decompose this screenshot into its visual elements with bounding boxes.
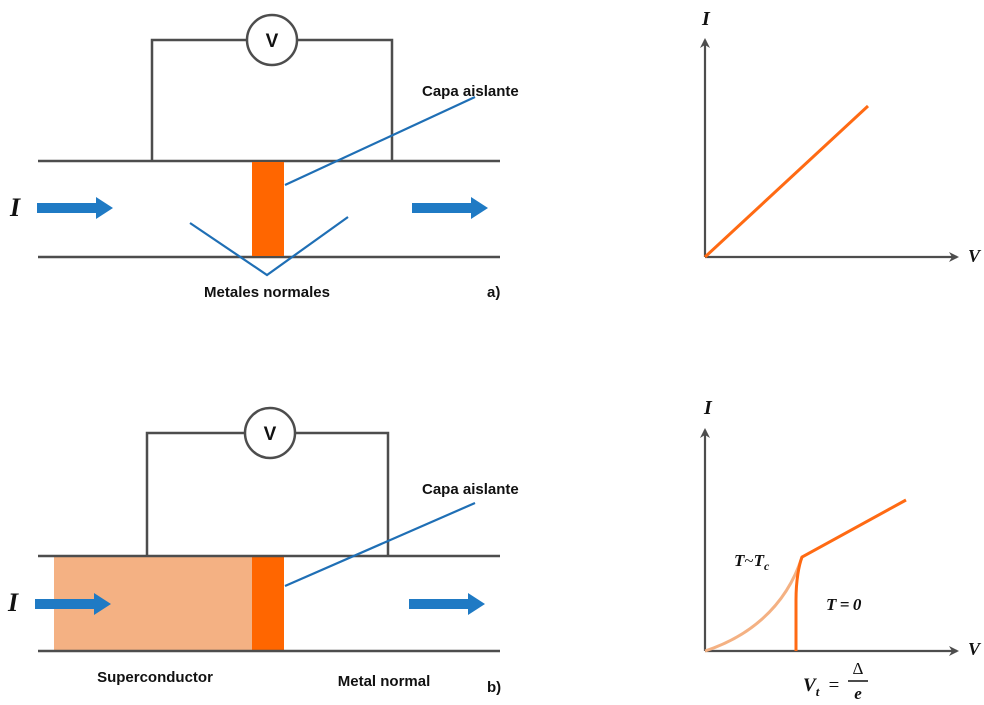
insulator-label-a: Capa aislante [422,83,519,100]
x-axis-label-a: V [968,246,982,266]
current-arrow-right-a [412,197,488,219]
iv-curve-t-zero [794,498,907,651]
panel-tag-b: b) [487,679,501,696]
curve-label-t-near-tc: T~Tc [734,551,770,573]
insulator-label-b: Capa aislante [422,481,519,498]
voltmeter-circuit-a [150,38,394,161]
insulator-layer-b [252,557,284,650]
superconductor-label: Superconductor [97,669,213,686]
y-axis-label-a: I [701,8,711,30]
current-arrow-left-b [35,593,111,615]
threshold-charge-denominator: e [854,684,862,703]
panel-b: V I Capa aislante Superconductor Metal n… [7,406,519,696]
current-symbol-b: I [7,588,19,617]
x-axis-label-b: V [968,639,982,659]
y-axis-label-b: I [703,397,713,419]
insulator-leader-a [284,96,476,186]
metals-label-a: Metales normales [204,284,330,301]
graph-b: I V T~Tc T = 0 Vt= Δ e [700,397,982,703]
current-arrow-right-b [409,593,485,615]
insulator-layer-a [252,162,284,256]
graph-a: I V [700,8,982,266]
panel-a: V I Capa aislante Metales normales a) [9,13,519,301]
metals-leader-a [189,216,349,277]
curve-label-t-zero: T = 0 [826,595,862,614]
metal-normal-label: Metal normal [338,673,431,690]
current-arrow-left-a [37,197,113,219]
insulator-leader-b [284,501,476,588]
voltmeter-a [245,13,299,67]
threshold-gap-numerator: Δ [853,659,864,678]
panel-tag-a: a) [487,284,500,301]
threshold-voltage-label: Vt= [803,675,840,699]
ohmic-iv-curve [703,104,870,259]
iv-curve-t-near-tc [704,556,804,653]
voltmeter-circuit-b [145,431,390,556]
current-symbol-a: I [9,193,21,222]
voltmeter-label-a: V [266,31,279,52]
voltmeter-label-b: V [264,424,277,445]
voltmeter-b [243,406,297,460]
